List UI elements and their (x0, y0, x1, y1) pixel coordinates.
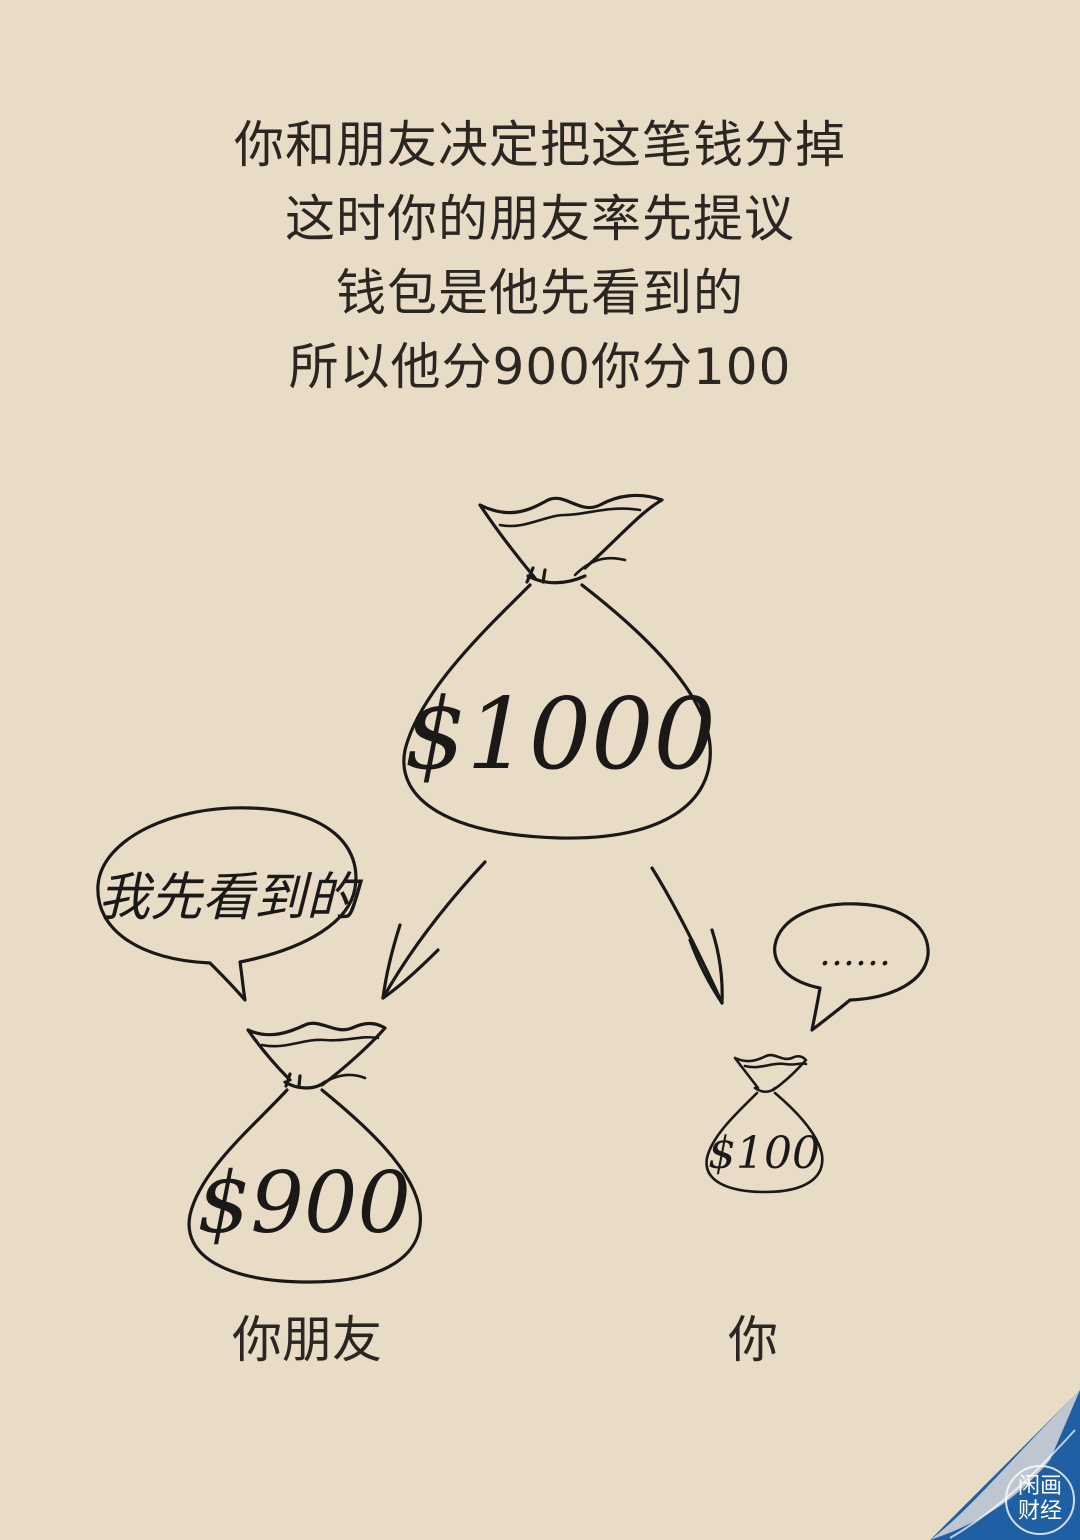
caption-line-4: 所以他分900你分100 (288, 338, 792, 396)
caption-line-2: 这时你的朋友率先提议 (285, 190, 795, 248)
logo-corner-icon (930, 1390, 1080, 1540)
bag-you-amount: $100 (708, 1128, 820, 1179)
money-bag-you-icon: $100 (705, 1053, 824, 1194)
caption-line-1: 你和朋友决定把这笔钱分掉 (234, 116, 846, 174)
caption-text: 你和朋友决定把这笔钱分掉 这时你的朋友率先提议 钱包是他先看到的 所以他分900… (0, 108, 1080, 404)
bag-total-amount: $1000 (404, 678, 716, 792)
caption-line-3: 钱包是他先看到的 (336, 264, 744, 322)
speech-bubble-friend: 我先看到的 (96, 806, 364, 1002)
label-friend: 你朋友 (232, 1311, 382, 1369)
bag-friend-amount: $900 (197, 1154, 411, 1252)
arrow-to-friend-icon (381, 860, 487, 1000)
money-bag-friend-icon: $900 (187, 1021, 422, 1284)
logo-line-2: 财经 (1018, 1499, 1062, 1524)
logo-line-1: 闲画 (1018, 1474, 1062, 1499)
money-bag-large-icon: $1000 (402, 493, 716, 840)
arrow-to-you-icon (650, 866, 724, 1005)
speech-bubble-you: …… (773, 902, 930, 1032)
brand-logo: 闲画 财经 (930, 1390, 1080, 1540)
speech-bubble-you-text: …… (819, 933, 891, 974)
label-you: 你 (728, 1311, 778, 1369)
speech-bubble-friend-text: 我先看到的 (98, 868, 364, 928)
